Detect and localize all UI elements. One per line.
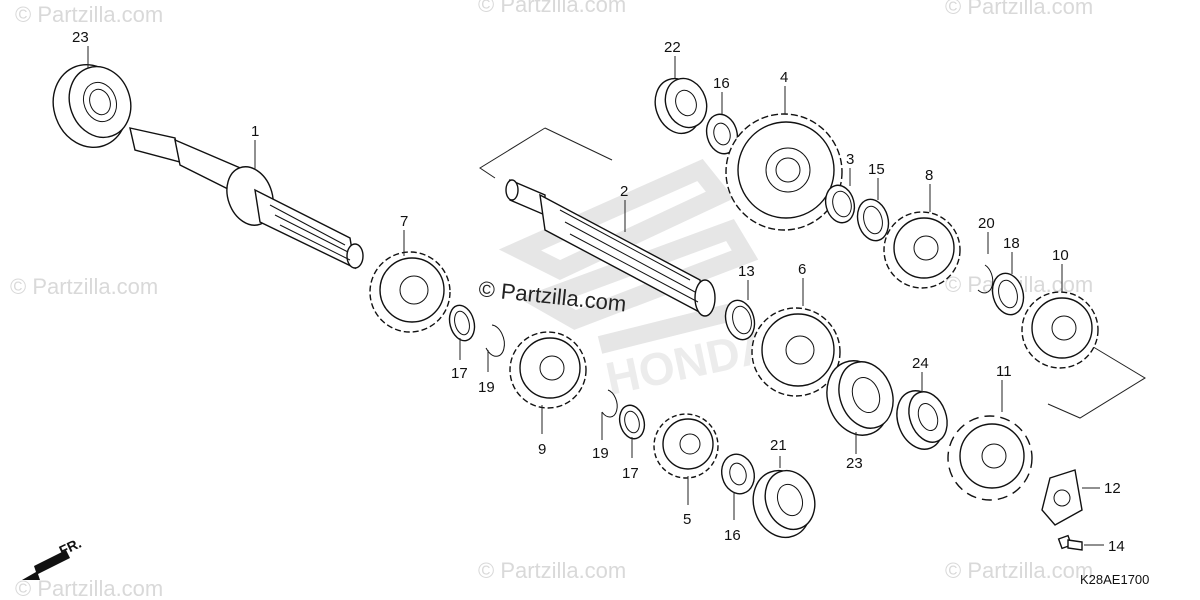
part-number: 20	[978, 215, 995, 232]
oil-seal-part-24	[896, 390, 948, 450]
part-number: 2	[620, 183, 628, 200]
washer-part-18	[991, 272, 1025, 316]
part-numbers: 23 1 7 17 19 9 19 17 5 16 21 2 22 16 4 3…	[72, 29, 1125, 555]
watermark: © Partzilla.com	[945, 0, 1093, 19]
washer-part-16-top	[705, 113, 739, 155]
part-number: 24	[912, 355, 929, 372]
circlip-part-19-lower	[601, 389, 618, 418]
bracket-left	[479, 127, 613, 179]
part-number: 8	[925, 167, 933, 184]
part-number: 22	[664, 39, 681, 56]
part-number: 17	[622, 465, 639, 482]
part-number: 15	[868, 161, 885, 178]
gear-part-9	[509, 331, 587, 409]
part-number: 17	[451, 365, 468, 382]
watermark: © Partzilla.com	[478, 558, 626, 583]
bearing-part-23	[52, 63, 132, 149]
bearing-part-21	[752, 469, 816, 539]
part-number: 16	[713, 75, 730, 92]
front-label: FR.	[57, 535, 84, 559]
bushing-part-13	[724, 299, 756, 341]
part-number: 21	[770, 437, 787, 454]
part-number: 5	[683, 511, 691, 528]
part-number: 4	[780, 69, 788, 86]
front-arrow: FR.	[22, 535, 84, 580]
watermark: © Partzilla.com	[945, 558, 1093, 583]
bearing-part-22	[654, 77, 708, 135]
watermark: © Partzilla.com	[10, 274, 158, 299]
bushing-part-3	[824, 184, 856, 224]
gear-part-4	[725, 113, 843, 231]
part-number: 11	[996, 363, 1012, 380]
bolt-part-14	[1057, 534, 1083, 551]
part-number: 19	[478, 379, 495, 396]
watermark: © Partzilla.com	[478, 0, 626, 17]
circlip-part-20	[977, 264, 994, 294]
countershaft-part-2	[505, 178, 716, 317]
part-number: 23	[846, 455, 863, 472]
bearing-part-23-lower	[826, 360, 894, 436]
watermark: © Partzilla.com	[15, 2, 163, 27]
diagram-code: K28AE1700	[1080, 572, 1149, 587]
part-number: 12	[1104, 480, 1121, 497]
gear-part-6	[751, 307, 841, 397]
part-number: 14	[1108, 538, 1125, 555]
washer-part-17-left	[448, 304, 476, 342]
mainshaft-part-1	[129, 127, 364, 270]
part-number: 6	[798, 261, 806, 278]
gear-part-8	[883, 211, 961, 289]
leader-lines	[87, 46, 1104, 546]
part-number: 9	[538, 441, 546, 458]
gear-part-7	[369, 251, 451, 333]
part-number: 13	[738, 263, 755, 280]
washer-part-17-lower	[618, 404, 646, 440]
plate-part-12	[1041, 469, 1083, 526]
part-number: 19	[592, 445, 609, 462]
circlip-part-19-left	[485, 324, 505, 357]
bracket-right	[1047, 344, 1146, 419]
part-number: 1	[251, 123, 259, 140]
sprocket-part-11	[947, 415, 1033, 501]
part-number: 3	[846, 151, 854, 168]
part-number: 16	[724, 527, 741, 544]
part-number: 18	[1003, 235, 1020, 252]
gear-part-5	[653, 413, 719, 479]
washer-part-16-lower	[721, 453, 755, 495]
gear-part-10	[1021, 291, 1099, 369]
part-number: 10	[1052, 247, 1069, 264]
washer-part-15	[856, 198, 890, 242]
part-number: 23	[72, 29, 89, 46]
part-number: 7	[400, 213, 408, 230]
